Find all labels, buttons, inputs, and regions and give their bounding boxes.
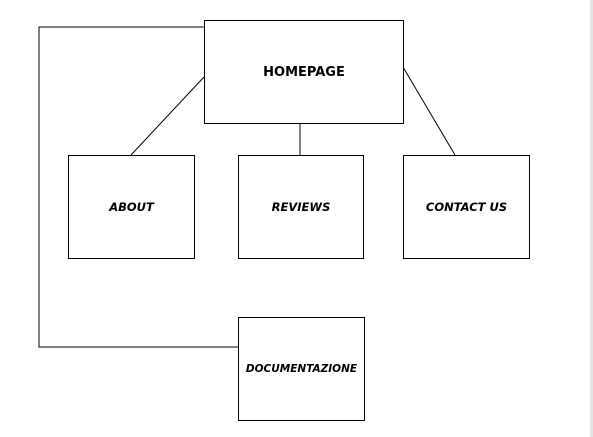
reviews-box: REVIEWS <box>238 155 364 259</box>
homepage-label: HOMEPAGE <box>263 64 345 80</box>
homepage-box: HOMEPAGE <box>204 20 404 124</box>
about-label: ABOUT <box>109 200 154 214</box>
connector-homepage-about <box>130 76 205 156</box>
contact-us-label: CONTACT US <box>425 200 508 214</box>
contact-us-box: CONTACT US <box>403 155 530 259</box>
page-edge-shadow <box>590 0 593 437</box>
reviews-label: REVIEWS <box>271 200 331 214</box>
documentazione-label: DOCUMENTAZIONE <box>245 363 358 375</box>
connector-homepage-contact <box>402 66 456 156</box>
documentazione-box: DOCUMENTAZIONE <box>238 317 365 421</box>
about-box: ABOUT <box>68 155 195 259</box>
connector-homepage-documentazione <box>38 26 238 348</box>
